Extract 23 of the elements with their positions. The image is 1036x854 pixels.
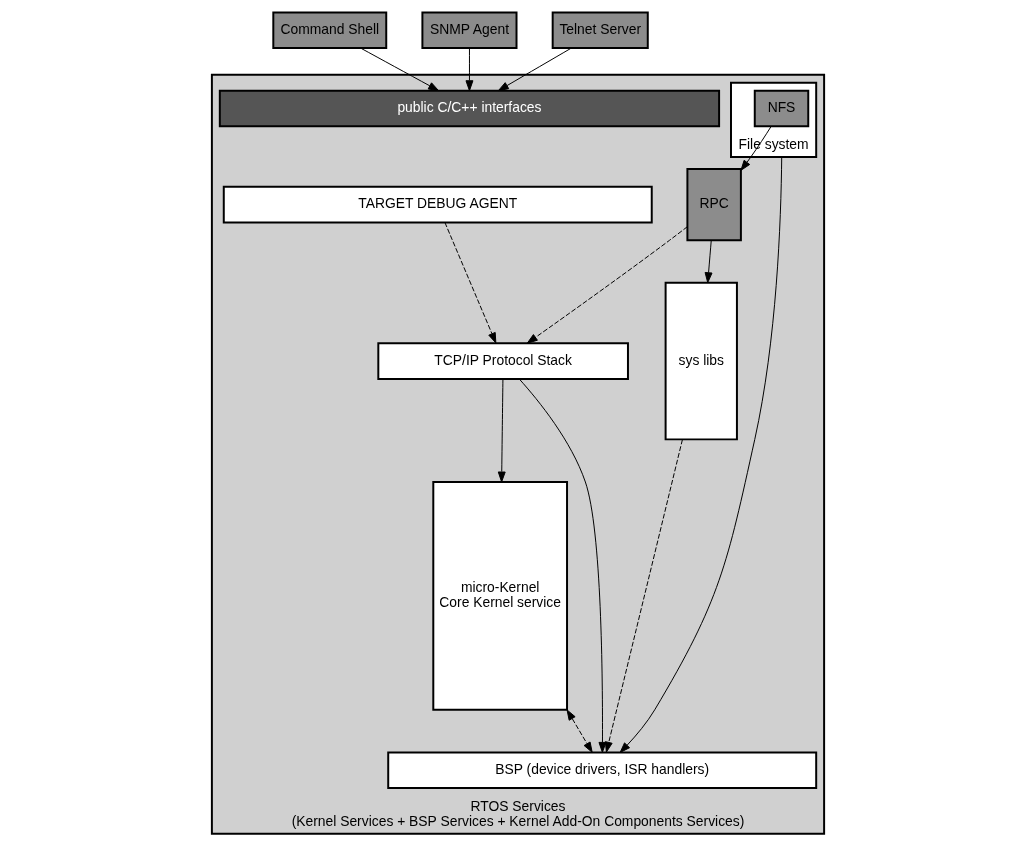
node-box: NFS (753, 89, 810, 128)
node-box: BSP (device drivers, ISR handlers) (387, 751, 818, 790)
arrow (740, 126, 772, 171)
node-box: micro-Kernel Core Kernel service (432, 481, 569, 711)
node-box: public C/C++ interfaces (218, 89, 721, 128)
arrow (360, 47, 440, 92)
arrow (465, 47, 474, 92)
arrow (704, 239, 713, 284)
node-box: TCP/IP Protocol Stack (377, 342, 629, 380)
node-box: SNMP Agent (421, 11, 518, 50)
arrow (526, 226, 688, 344)
node-box: sys libs (664, 281, 738, 441)
node-box: Command Shell (272, 11, 388, 50)
node-box: RPC (686, 167, 742, 242)
arrow (497, 47, 572, 92)
node-box: TARGET DEBUG AGENT (222, 185, 653, 224)
arrow (619, 156, 783, 753)
arrow (518, 378, 607, 753)
arrow (566, 709, 593, 753)
arrow (604, 439, 683, 753)
arrow (497, 378, 506, 483)
node-box: Telnet Server (551, 11, 649, 50)
arrow (444, 222, 497, 344)
